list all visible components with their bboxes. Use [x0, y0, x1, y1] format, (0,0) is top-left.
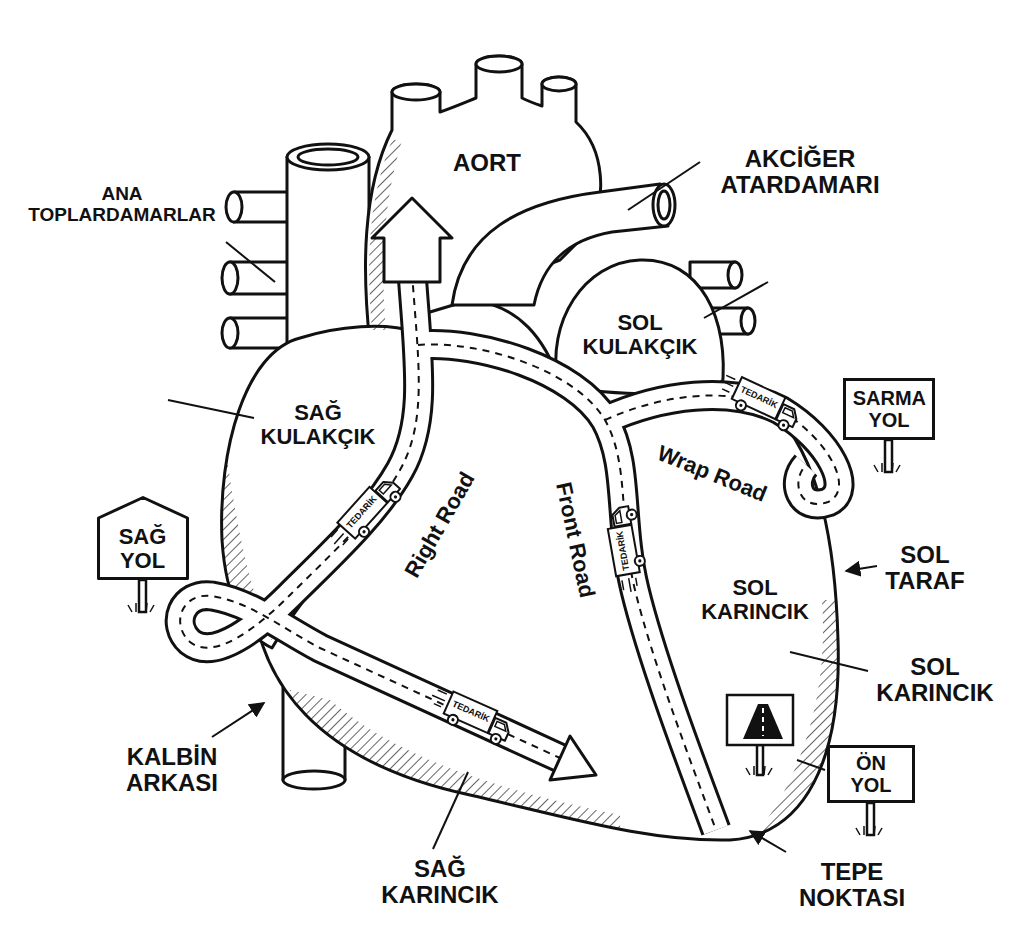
- truck-wheel: [489, 732, 502, 745]
- sign-outline: [829, 747, 914, 802]
- truck-window: [614, 511, 622, 524]
- grass: [128, 463, 900, 835]
- sign-post: [139, 580, 146, 612]
- road-centerline: [180, 272, 560, 758]
- chamber-label: SOL KARINCIK: [701, 576, 809, 624]
- vena-cava-opening: [287, 144, 369, 170]
- truck-cargo: [608, 525, 640, 576]
- vein-opening: [728, 262, 742, 288]
- truck-cargo: [444, 692, 498, 733]
- road-icon-line: [762, 708, 764, 736]
- truck-wheel: [777, 419, 790, 432]
- vena-cava-opening: [283, 771, 345, 789]
- pointer-arrow: [750, 831, 786, 852]
- road-sign: ÖN YOL: [827, 745, 915, 803]
- road-centerline: [418, 344, 716, 830]
- truck-window: [379, 481, 391, 494]
- road-sign: SARMA YOL: [843, 378, 935, 440]
- truck-cargo: [732, 377, 786, 419]
- leader-line: [797, 760, 825, 770]
- road-arrowhead: [550, 736, 596, 780]
- leader-line: [168, 400, 254, 418]
- left-atrium: [556, 260, 723, 394]
- sign-text: ÖN YOL: [850, 752, 891, 796]
- artery-inner: [658, 191, 670, 219]
- road-sign: SAĞ YOL: [97, 496, 189, 580]
- sign-post: [757, 745, 763, 775]
- vein-opening: [226, 192, 242, 222]
- truck-window: [495, 721, 508, 731]
- vessel-label: AORT: [453, 150, 521, 176]
- truck-wheel: [626, 509, 638, 521]
- truck-wheel: [634, 555, 646, 567]
- speed-lines: [429, 689, 447, 707]
- chamber-label: SOL KULAKÇIK: [583, 311, 698, 359]
- vena-cava-inner: [298, 149, 358, 165]
- truck-window: [783, 408, 796, 418]
- vessel-label: AKCİĞER ATARDAMARI: [720, 146, 879, 199]
- leader-line: [790, 652, 868, 671]
- wheel-hub: [638, 559, 642, 563]
- sign-post: [867, 803, 874, 835]
- speed-lines: [329, 529, 349, 549]
- shading: [280, 690, 620, 860]
- wheel-hub: [494, 737, 498, 741]
- sign-text: SAĞ YOL: [119, 525, 167, 573]
- road-icon-sign: [727, 695, 793, 745]
- artery-opening: [476, 56, 522, 72]
- artery-opening: [392, 84, 440, 100]
- wheel-hub: [781, 423, 785, 427]
- vessel-label: ANA TOPLARDAMARLAR: [28, 184, 216, 226]
- wheel-hub: [393, 495, 398, 500]
- vein-opening: [222, 262, 238, 294]
- chamber-label: SOL KARINCIK: [876, 654, 993, 707]
- side-label: KALBİN ARKASI: [126, 744, 218, 797]
- vein-opening: [222, 318, 238, 348]
- chamber-label: SAĞ KARINCIK: [381, 856, 498, 909]
- truck-label: TEDARİK: [732, 377, 786, 419]
- leader-line: [433, 772, 468, 849]
- pointer-arrow: [212, 703, 264, 737]
- wheel-hub: [630, 513, 634, 517]
- road-icon: [743, 704, 783, 739]
- speed-lines: [718, 374, 737, 393]
- road-edge: [418, 344, 716, 830]
- speed-lines: [622, 577, 638, 593]
- pointer-arrow: [846, 566, 877, 571]
- chamber-label: SAĞ KULAKÇIK: [261, 401, 376, 449]
- side-label: SOL TARAF: [885, 542, 965, 595]
- sign-post: [885, 440, 892, 472]
- up-arrow: [372, 198, 452, 282]
- road-surface: [418, 344, 716, 830]
- truck-wheel: [388, 490, 402, 504]
- leader-line: [704, 282, 768, 318]
- leader-line: [628, 162, 700, 210]
- sign-outline: [98, 498, 187, 579]
- artery-opening: [542, 77, 576, 91]
- sign-text: SARMA YOL: [853, 387, 926, 431]
- sign-outline: [845, 380, 934, 439]
- leader-line: [226, 242, 275, 282]
- vein-opening: [741, 308, 755, 334]
- point-label: TEPE NOKTASI: [799, 859, 905, 912]
